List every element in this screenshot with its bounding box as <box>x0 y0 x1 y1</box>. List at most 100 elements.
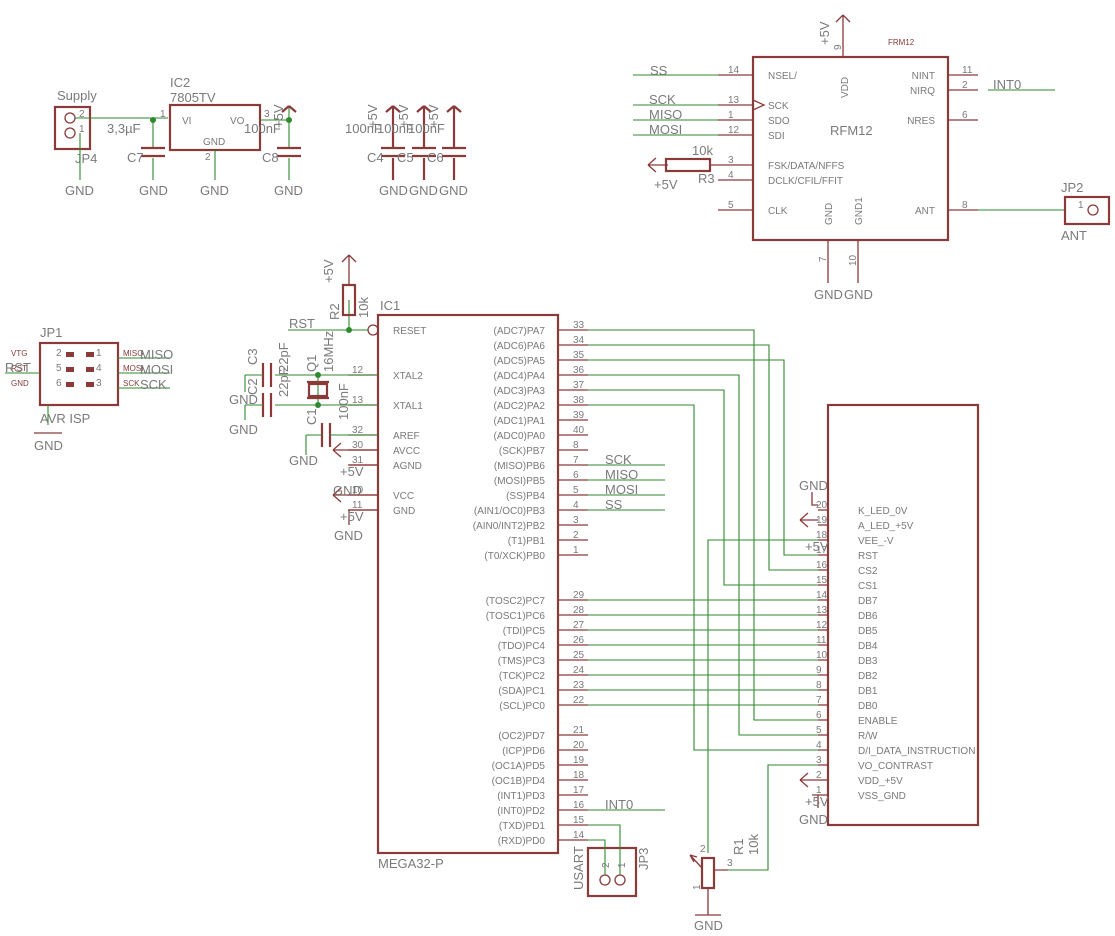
rfm12-pin7-num: 7 <box>818 256 829 262</box>
lcd-pin-label: DB5 <box>858 626 878 637</box>
jp2-pin <box>1087 204 1099 216</box>
c8-capacitor[interactable] <box>277 146 301 158</box>
r1-value: 10k <box>746 834 761 855</box>
pb-net-wires <box>588 464 665 811</box>
mega32-pin-number: 6 <box>573 470 579 481</box>
ic2-vi: VI <box>182 116 191 127</box>
jp4-pin2-number: 2 <box>79 109 85 120</box>
isp-right-label: MOSI <box>123 364 143 373</box>
r1-pin2: 2 <box>700 844 706 855</box>
mega32-pin-label: (ADC3)PA3 <box>494 386 546 397</box>
junction-reset <box>346 327 352 333</box>
mega32-pin-label: XTAL2 <box>393 371 423 382</box>
mega32-pin-number: 37 <box>573 380 585 391</box>
r3-value: 10k <box>692 143 713 158</box>
rfm12-module[interactable] <box>751 55 950 242</box>
mega32-pin-label: (ADC1)PA1 <box>494 416 546 427</box>
lcd-pin-label: DB7 <box>858 596 878 607</box>
jp1-connector[interactable] <box>38 341 120 407</box>
mega32-pin-label: (OC1A)PD5 <box>492 761 546 772</box>
rfm12-net-mosi: MOSI <box>649 122 682 137</box>
c6-capacitor[interactable] <box>442 105 466 180</box>
mega32-pin-label: (RXD)PD0 <box>498 836 546 847</box>
mega32-right-pins: 33(ADC7)PA734(ADC6)PA635(ADC5)PA536(ADC4… <box>473 320 588 847</box>
mega32-pin-label: (MISO)PB6 <box>494 461 546 472</box>
rfm12-gnd-a: GND <box>814 287 843 302</box>
c8-value: 100nF <box>244 121 281 136</box>
jp4-connector[interactable] <box>53 105 92 151</box>
c3-gnd: GND <box>229 392 258 407</box>
r2-name: R2 <box>327 303 342 320</box>
isp-pin-number: 6 <box>56 378 62 389</box>
pb-net-sck: SCK <box>605 452 632 467</box>
mega32-pin-number: 35 <box>573 350 585 361</box>
lcd-bus-wires <box>588 329 818 871</box>
isp-net-rst: RST <box>5 360 31 375</box>
rfm12-pin-label: CLK <box>768 206 788 217</box>
mega32-pin-number: 40 <box>573 425 585 436</box>
jp3-connector[interactable] <box>586 846 638 898</box>
mega32-pin-number: 17 <box>573 785 585 796</box>
r1-pin3: 3 <box>727 858 733 869</box>
mega32-pin-label: (TXD)PD1 <box>499 821 546 832</box>
rfm12-pin-number: 2 <box>962 80 968 91</box>
isp-pin-number: 2 <box>56 348 62 359</box>
mega32-name: IC1 <box>380 298 400 313</box>
r1-potentiometer[interactable] <box>700 856 716 890</box>
lcd-pin-number: 9 <box>816 665 822 676</box>
mega32-pin-number: 16 <box>573 800 585 811</box>
c8-gnd: GND <box>274 183 303 198</box>
lcd-pin-label: DB4 <box>858 641 878 652</box>
lcd-gnd-bottom: GND <box>799 812 828 827</box>
lcd-pin-number: 19 <box>816 515 828 526</box>
mega32-pin-number: 13 <box>352 395 364 406</box>
r2-value: 10k <box>356 297 371 318</box>
r1-gnd: GND <box>694 918 723 933</box>
lcd-pin-number: 18 <box>816 530 828 541</box>
mega32-pin-label: (SCK)PB7 <box>499 446 546 457</box>
mega32-pin-label: AGND <box>393 461 422 472</box>
c6-value: 100nF <box>408 121 445 136</box>
rfm12-pin-number: 4 <box>728 170 734 181</box>
jp4-gnd: GND <box>65 183 94 198</box>
isp-pin-number: 3 <box>96 378 102 389</box>
mega32-chip[interactable] <box>376 313 560 855</box>
junction-xtal1 <box>315 402 321 408</box>
jp1-name: JP1 <box>40 325 62 340</box>
c5-capacitor[interactable] <box>412 105 436 180</box>
c4-capacitor[interactable] <box>381 105 405 180</box>
mega32-pin-number: 10 <box>352 485 364 496</box>
c7-capacitor[interactable] <box>141 146 165 158</box>
mega32-pin-label: (SCL)PC0 <box>499 701 545 712</box>
mega32-pin-label: (TMS)PC3 <box>498 656 546 667</box>
rfm12-sck-clock-icon <box>752 99 766 111</box>
mega32-pin-number: 21 <box>573 725 585 736</box>
jp2-connector[interactable] <box>1063 195 1111 226</box>
mega32-pin-label: (TDO)PC4 <box>498 641 546 652</box>
rfm12-pin-label: ANT <box>915 206 935 217</box>
isp-pin-number: 4 <box>96 363 102 374</box>
q1-crystal[interactable] <box>307 382 329 398</box>
c3-capacitor[interactable] <box>261 363 273 387</box>
c7-value: 3,3µF <box>107 121 141 136</box>
rfm12-section: FRM12 RFM12 +5V 9 VDD 14NSEL/13SCK1SDO12… <box>633 14 1111 302</box>
lcd-pin-label: CS1 <box>858 581 878 592</box>
isp-left-label: VTG <box>11 349 27 358</box>
c5-value: 100nF <box>377 121 414 136</box>
c1-capacitor[interactable] <box>320 423 332 447</box>
mega32-pin-label: (TOSC2)PC7 <box>486 596 546 607</box>
c4-vcc: +5V <box>365 104 380 128</box>
c2-capacitor[interactable] <box>261 393 273 417</box>
mega32-pin-label: GND <box>393 506 415 517</box>
mega32-pin-number: 12 <box>352 365 364 376</box>
isp-pin-number: 1 <box>96 348 102 359</box>
r3-resistor[interactable] <box>664 157 712 173</box>
rfm12-pin-label: NRES <box>907 116 935 127</box>
isp-right-label: MISO <box>123 349 143 358</box>
rfm12-name: RFM12 <box>830 123 873 138</box>
lcd-section: 20K_LED_0V19A_LED_+5V18VEE_-V17RST16CS21… <box>588 329 980 933</box>
rfm12-pin-label: NIRQ <box>910 86 935 97</box>
ic2-gnd-label: GND <box>200 183 229 198</box>
